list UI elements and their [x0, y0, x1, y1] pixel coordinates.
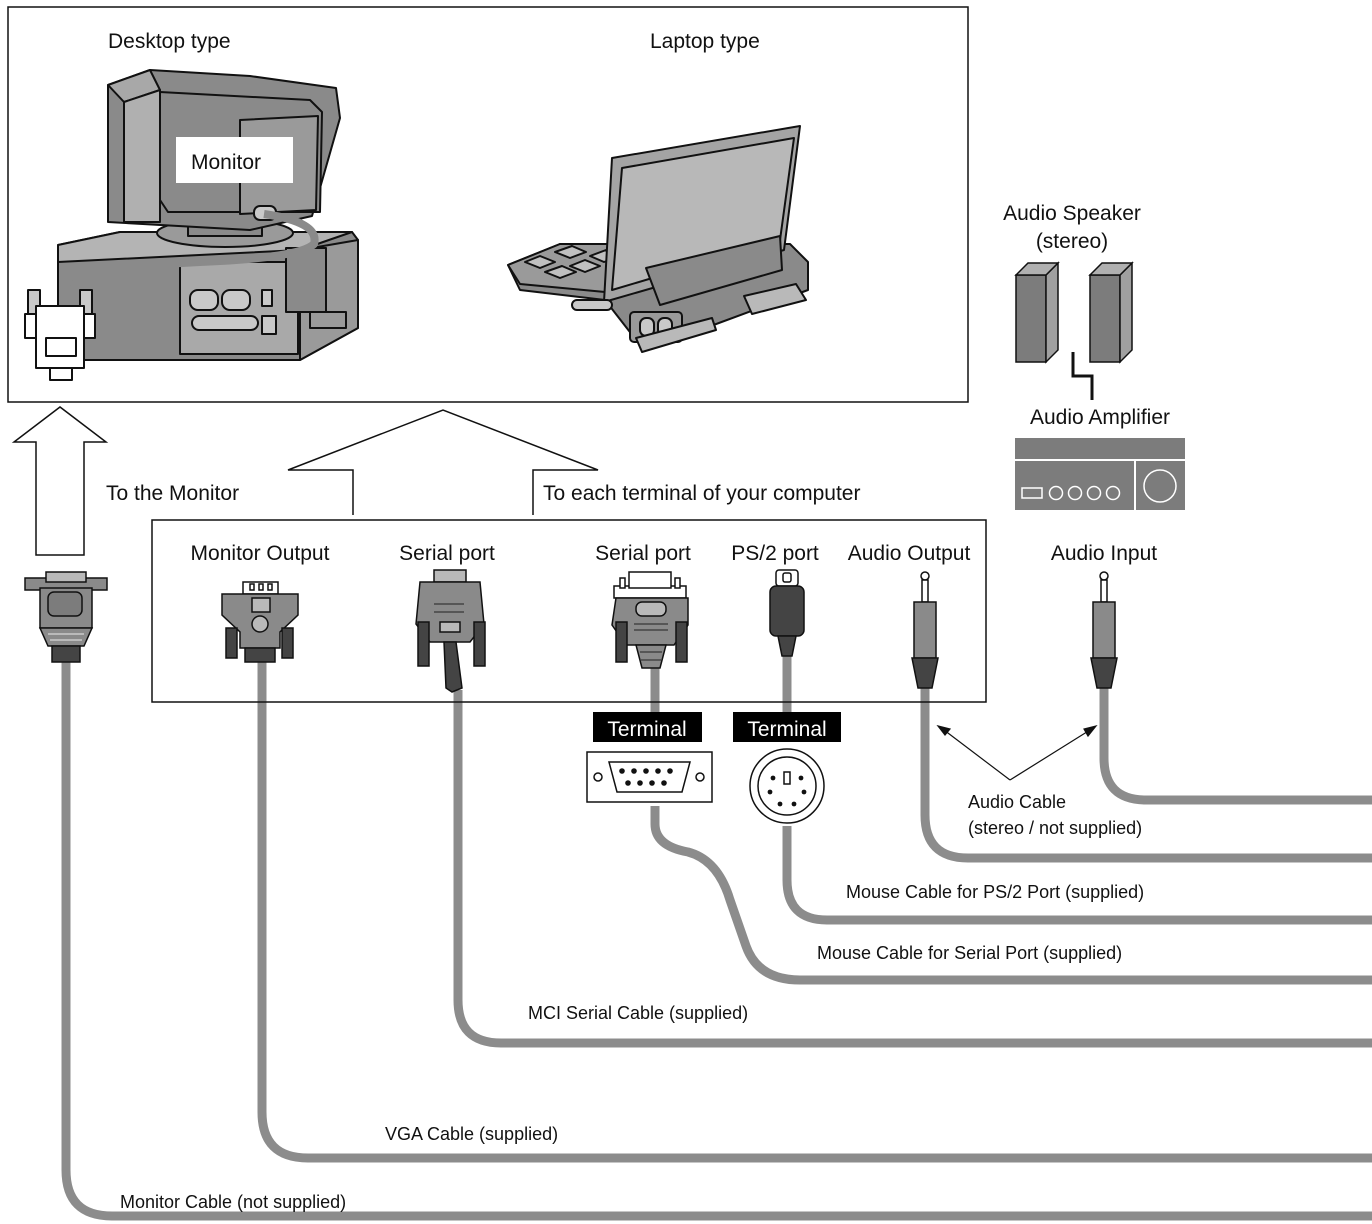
- vga-cable: [257, 660, 1372, 1163]
- mci-serial-cable-label: MCI Serial Cable (supplied): [528, 1003, 748, 1023]
- serial-terminal-badge: [593, 712, 702, 742]
- to-monitor-arrow: [11, 406, 109, 556]
- mci-serial-cable: [453, 690, 1372, 1048]
- monitor-cable-label: Monitor Cable (not supplied): [120, 1192, 346, 1212]
- audio-cable-pointers: [936, 724, 1098, 781]
- monitor-cable: [61, 660, 1372, 1221]
- ps2-plug: [769, 569, 805, 657]
- to-monitor-label: To the Monitor: [106, 482, 239, 505]
- mouse-serial-cable: [650, 806, 1372, 985]
- audio-output-cable: [920, 686, 1372, 863]
- ps2-terminal-connector: [749, 748, 825, 824]
- audio-input-plug: [1090, 571, 1118, 689]
- serial-terminal-connector: [586, 751, 713, 803]
- audio-cable-sublabel: (stereo / not supplied): [968, 818, 1142, 838]
- serial-mouse-plug: [611, 571, 689, 669]
- port-label-ps2: PS/2 port: [731, 542, 819, 565]
- monitor-label: Monitor: [191, 151, 261, 174]
- ps2-terminal-badge: [733, 712, 841, 742]
- ports-box: [151, 519, 987, 703]
- port-label-monitor-output: Monitor Output: [191, 542, 330, 565]
- laptop-type-label: Laptop type: [650, 30, 760, 53]
- mouse-ps2-cable-label: Mouse Cable for PS/2 Port (supplied): [846, 882, 1144, 902]
- audio-speakers: [1014, 261, 1134, 400]
- port-label-serial-1: Serial port: [399, 542, 495, 565]
- desktop-type-label: Desktop type: [108, 30, 231, 53]
- audio-amplifier: [1015, 438, 1185, 510]
- monitor-output-plug: [221, 581, 299, 663]
- audio-amplifier-label: Audio Amplifier: [1030, 406, 1170, 429]
- ps2-terminal-label: Terminal: [747, 718, 826, 741]
- port-label-serial-2: Serial port: [595, 542, 691, 565]
- monitor-cable-plug: [24, 571, 108, 663]
- laptop-computer: [507, 125, 809, 353]
- serial-terminal-label: Terminal: [607, 718, 686, 741]
- port-label-audio-input: Audio Input: [1051, 542, 1157, 565]
- mouse-serial-cable-label: Mouse Cable for Serial Port (supplied): [817, 943, 1122, 963]
- audio-input-cable: [1099, 686, 1372, 805]
- audio-speaker-sublabel: (stereo): [1036, 230, 1108, 253]
- port-label-audio-output: Audio Output: [848, 542, 971, 565]
- audio-cable-label: Audio Cable: [968, 792, 1066, 812]
- mouse-ps2-cable: [782, 826, 1372, 925]
- audio-speaker-label: Audio Speaker: [1003, 202, 1141, 225]
- mci-serial-plug: [415, 569, 486, 693]
- vga-cable-label: VGA Cable (supplied): [385, 1124, 558, 1144]
- cables: [61, 654, 1372, 1221]
- to-terminals-arrow: [287, 409, 599, 515]
- to-terminals-label: To each terminal of your computer: [543, 482, 860, 505]
- desktop-computer: [24, 69, 359, 381]
- audio-output-plug: [911, 571, 939, 689]
